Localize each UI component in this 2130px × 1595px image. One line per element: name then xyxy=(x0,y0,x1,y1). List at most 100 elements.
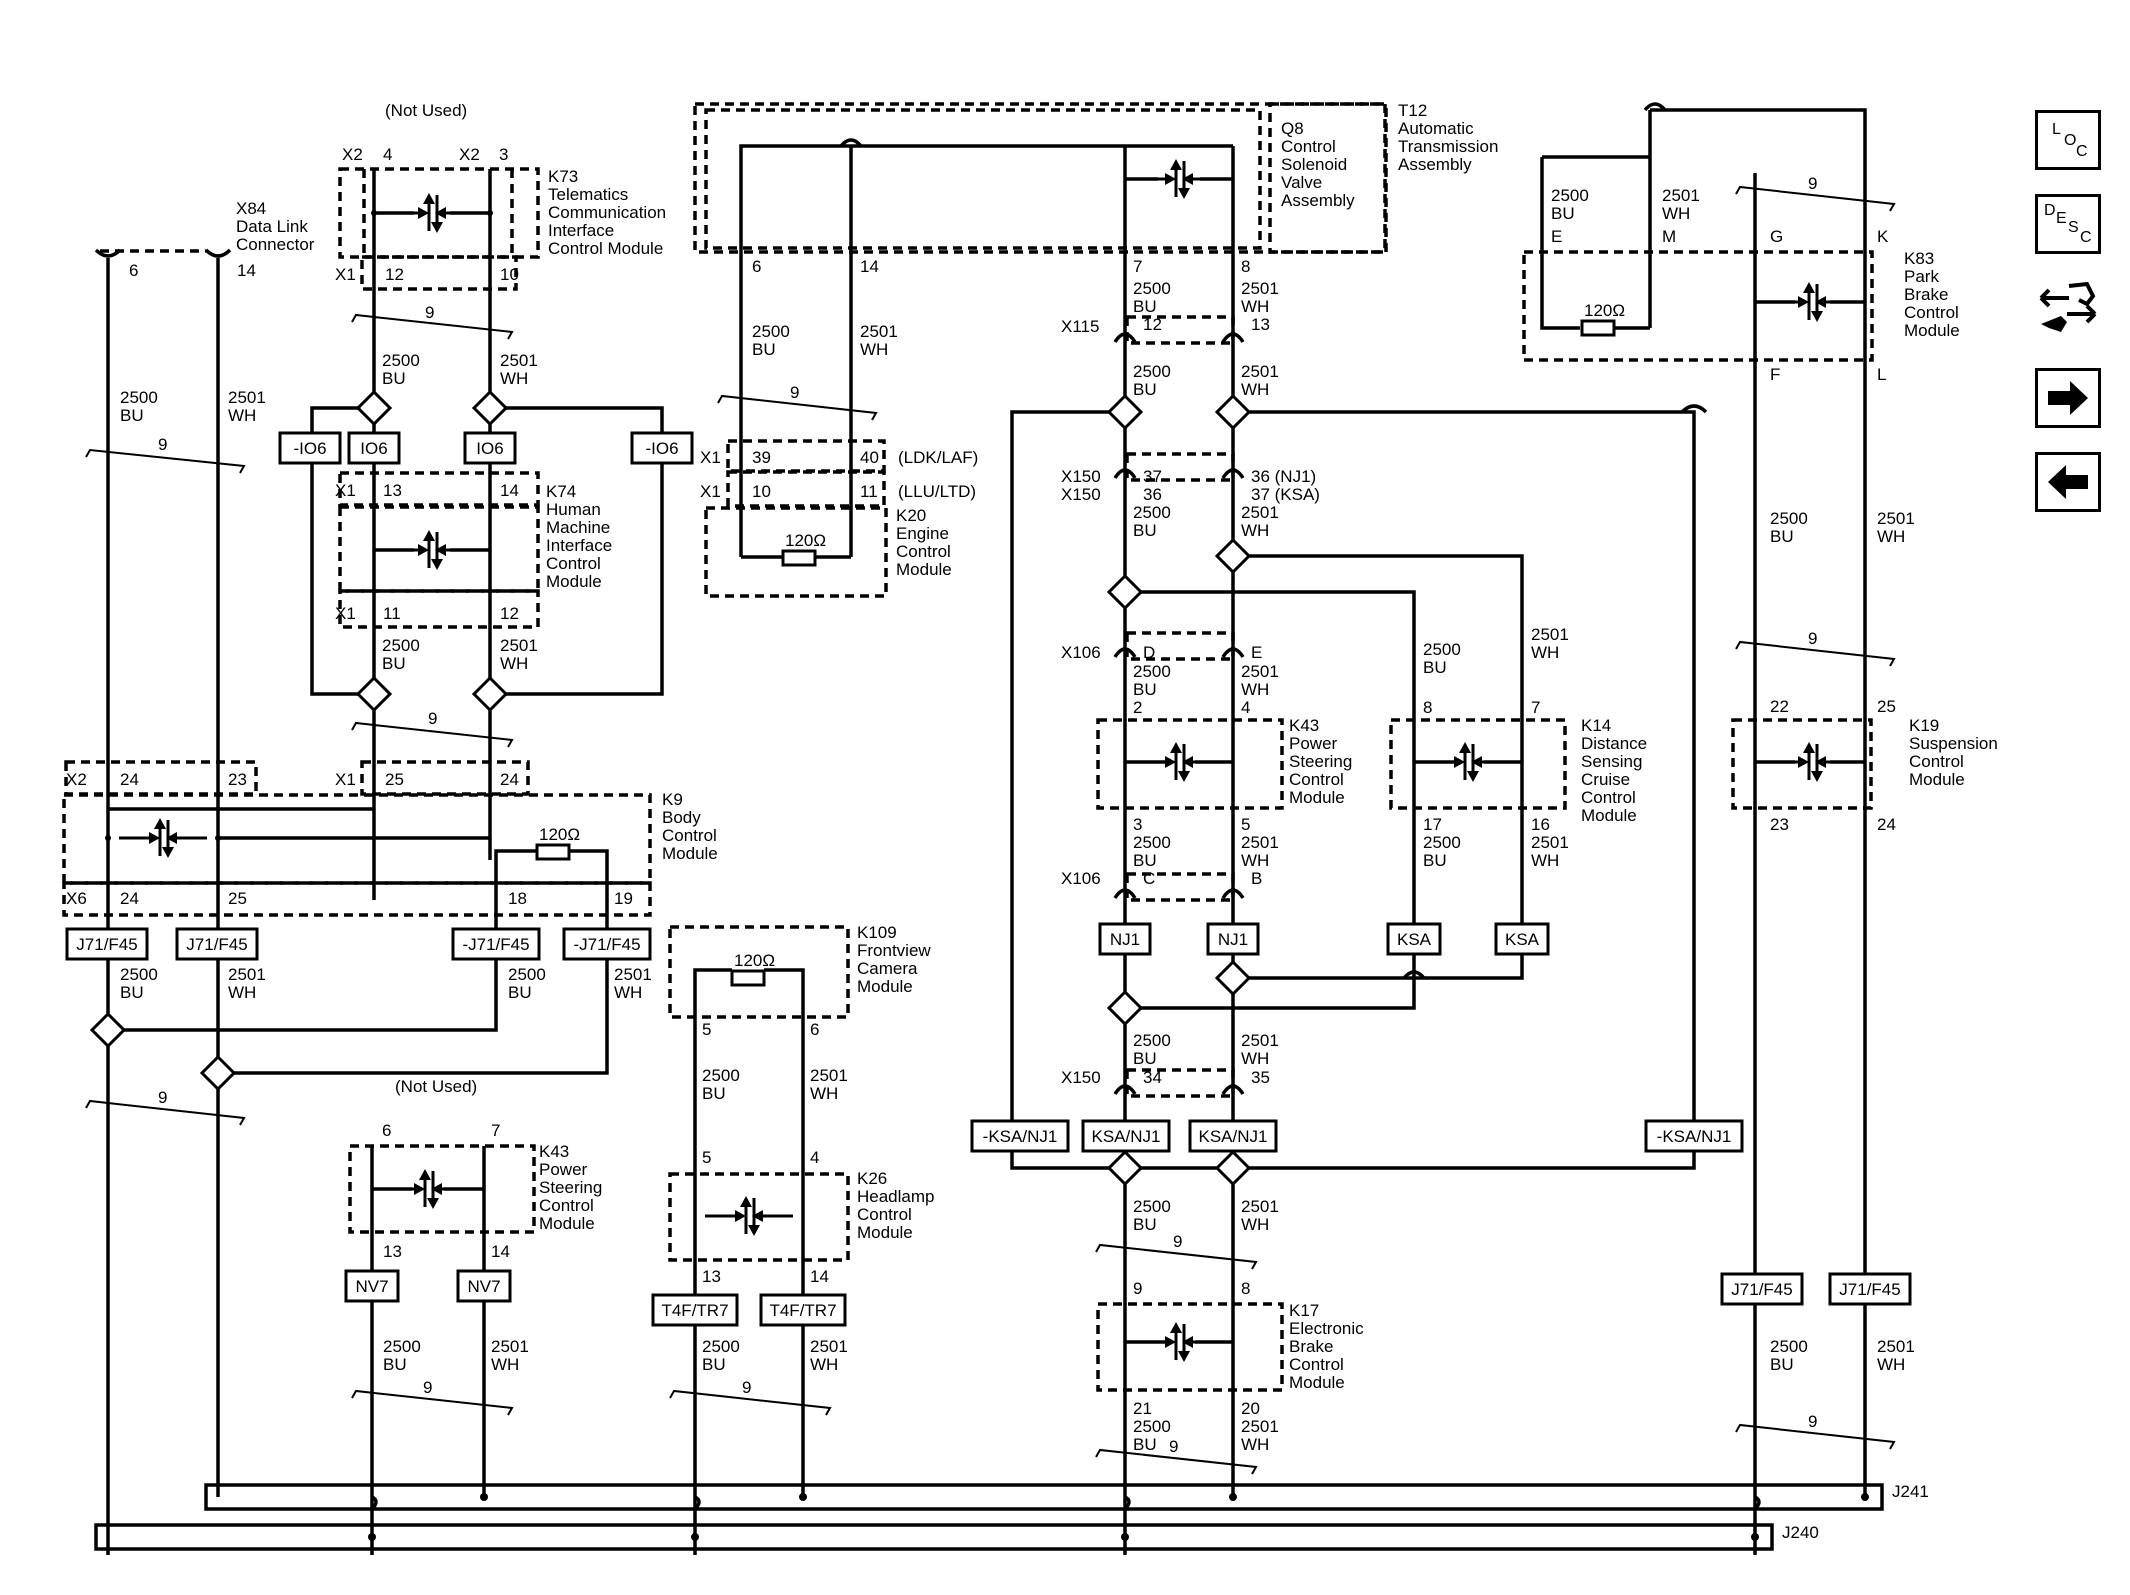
label-k20_p10: 10 xyxy=(752,482,771,501)
label-k83_wl1: 2500 xyxy=(1551,186,1589,205)
label-w_k17tl2: BU xyxy=(1133,1215,1157,1234)
label-k73_n1: K73 xyxy=(548,167,578,186)
label-w_x115r1: 2501 xyxy=(1241,362,1279,381)
label-k43b_p6: 6 xyxy=(382,1121,391,1140)
label-k26_p13: 13 xyxy=(702,1267,721,1286)
label-k43b_n2: Power xyxy=(539,1160,588,1179)
previous-page-button[interactable] xyxy=(2035,452,2101,512)
label-k43_p2: 2 xyxy=(1133,698,1142,717)
label-w_camR1: 2501 xyxy=(810,1066,848,1085)
label-k109_n2: Frontview xyxy=(857,941,931,960)
repair-tools-icon[interactable] xyxy=(2035,276,2101,336)
label-w_k17tr2: WH xyxy=(1241,1215,1269,1234)
label-w_camL1: 2500 xyxy=(702,1066,740,1085)
label-k83_n5: Module xyxy=(1904,321,1960,340)
splice-pack-io6_d: -IO6 xyxy=(630,431,694,465)
label-w_k73r1: 2501 xyxy=(500,351,538,370)
label-w_k17tl1: 2500 xyxy=(1133,1197,1171,1216)
label-w_k14tl1: 2500 xyxy=(1423,640,1461,659)
label-k9_x1: X1 xyxy=(335,770,356,789)
label-k9_p24c: 24 xyxy=(120,889,139,908)
description-button[interactable]: D E S C xyxy=(2035,194,2101,254)
label-k26_n3: Control xyxy=(857,1205,912,1224)
label-w_x150r1: 2501 xyxy=(1241,503,1279,522)
busbar-taps xyxy=(368,1493,1869,1541)
label-k109_n3: Camera xyxy=(857,959,918,978)
splice-pack-j71_e: J71/F45 xyxy=(1720,1272,1804,1306)
label-w_k14br1: 2501 xyxy=(1531,833,1569,852)
label-w_rjr2: WH xyxy=(1877,1355,1905,1374)
label-k43_p4: 4 xyxy=(1241,698,1250,717)
label-w_x106l2: BU xyxy=(1133,680,1157,699)
splice-pack-label: -IO6 xyxy=(645,439,678,458)
label-k17_n1: K17 xyxy=(1289,1301,1319,1320)
label-q8_n3: Solenoid xyxy=(1281,155,1347,174)
label-w_k74l1: 2500 xyxy=(382,636,420,655)
label-w_x106r2: WH xyxy=(1241,680,1269,699)
splice-pack-label: J71/F45 xyxy=(186,935,247,954)
label-k9_p24b: 24 xyxy=(500,770,519,789)
splice-pack-ksanj1_d: -KSA/NJ1 xyxy=(1644,1119,1744,1153)
splice-pack-ksanj1_a: -KSA/NJ1 xyxy=(970,1119,1070,1153)
splice-pack-label: -J71/F45 xyxy=(573,935,640,954)
label-k43_n3: Steering xyxy=(1289,752,1352,771)
splice-pack-j71_d: -J71/F45 xyxy=(562,927,652,961)
splice-pack-label: NV7 xyxy=(355,1277,388,1296)
label-k73_nu: (Not Used) xyxy=(385,101,467,120)
splice-pack-nv7_b: NV7 xyxy=(456,1269,512,1303)
label-k9_p24a: 24 xyxy=(120,770,139,789)
label-k73_p3: 3 xyxy=(499,145,508,164)
label-k19_n4: Module xyxy=(1909,770,1965,789)
label-k26_p5: 5 xyxy=(702,1148,711,1167)
label-k74_n3: Machine xyxy=(546,518,610,537)
label-k109_n4: Module xyxy=(857,977,913,996)
label-k19_p25: 25 xyxy=(1877,697,1896,716)
label-k73_x1: X1 xyxy=(335,265,356,284)
next-page-button[interactable] xyxy=(2035,368,2101,428)
label-k74_p12: 12 xyxy=(500,604,519,623)
label-k109_p6: 6 xyxy=(810,1020,819,1039)
label-q8_n2: Control xyxy=(1281,137,1336,156)
label-w_camR2: WH xyxy=(810,1084,838,1103)
label-k9_p25a: 25 xyxy=(385,770,404,789)
splice-pack-nj1_a: NJ1 xyxy=(1098,922,1152,956)
label-t12_n3: Transmission xyxy=(1398,137,1498,156)
label-w_k14tr1: 2501 xyxy=(1531,625,1569,644)
label-w_dlcr1: 2501 xyxy=(228,388,266,407)
label-k9_n3: Control xyxy=(662,826,717,845)
label-k83_n3: Brake xyxy=(1904,285,1948,304)
desc-letter-s: S xyxy=(2068,219,2079,236)
label-w_nj1l2: BU xyxy=(1133,1049,1157,1068)
splice-pack-label: J71/F45 xyxy=(1731,1280,1792,1299)
label-w_k74r1: 2501 xyxy=(500,636,538,655)
label-w_dlcl1: 2500 xyxy=(120,388,158,407)
location-button[interactable]: L O C xyxy=(2035,110,2101,170)
label-w_k20l1: 2500 xyxy=(752,322,790,341)
label-k83_n2: Park xyxy=(1904,267,1939,286)
label-x84_n2: Data Link xyxy=(236,217,308,236)
label-x106_pb: B xyxy=(1251,869,1262,888)
label-k9_n1: K9 xyxy=(662,790,683,809)
splice-pack-nv7_a: NV7 xyxy=(344,1269,400,1303)
label-w_nj1r1: 2501 xyxy=(1241,1031,1279,1050)
label-w_rjr1: 2501 xyxy=(1877,1337,1915,1356)
label-k43b_p14: 14 xyxy=(491,1242,510,1261)
label-k43b_n1: K43 xyxy=(539,1142,569,1161)
splice-pack-io6_b: IO6 xyxy=(347,431,401,465)
transceiver-symbols xyxy=(105,157,1858,1364)
splice-pack-t4f_b: T4F/TR7 xyxy=(759,1293,847,1327)
label-k73_p12: 12 xyxy=(385,265,404,284)
label-k73_n5: Control Module xyxy=(548,239,663,258)
label-w_k17bl2: BU xyxy=(1133,1435,1157,1454)
label-w_k20r1: 2501 xyxy=(860,322,898,341)
label-k26_p4: 4 xyxy=(810,1148,819,1167)
label-k83_pm: M xyxy=(1662,227,1676,246)
label-w_k20r2: WH xyxy=(860,340,888,359)
label-k14_p8: 8 xyxy=(1423,698,1432,717)
label-k43b_n5: Module xyxy=(539,1214,595,1233)
label-k17_p9: 9 xyxy=(1133,1279,1142,1298)
label-k43_p5: 5 xyxy=(1241,815,1250,834)
label-k9_x2: X2 xyxy=(66,770,87,789)
splice-pack-label: -KSA/NJ1 xyxy=(1657,1127,1732,1146)
label-w_dlcr2: WH xyxy=(228,406,256,425)
